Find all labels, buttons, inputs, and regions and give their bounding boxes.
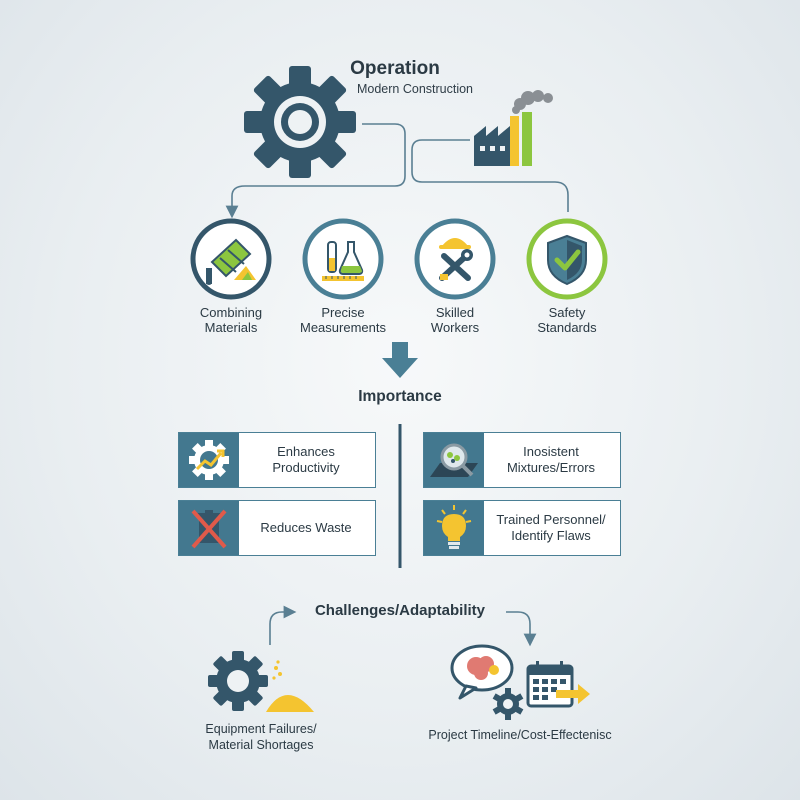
lab-flask-icon (302, 218, 384, 300)
importance-label-waste: Reduces Waste (260, 520, 352, 535)
planning-calendar-icon (450, 644, 590, 720)
gear-growth-icon (189, 440, 229, 480)
step-label-precise-measurements: Precise Measurements (300, 305, 386, 335)
operation-subtitle: Modern Construction (356, 82, 474, 96)
down-arrow-icon (382, 342, 418, 378)
cement-mixer-icon (190, 218, 272, 300)
no-waste-icon (191, 509, 227, 549)
step-label-combining-materials: Combining Materials (199, 305, 263, 335)
shield-check-icon (526, 218, 608, 300)
step-skilled-workers (414, 218, 496, 300)
challenges-left-label: Equipment Failures/ Material Shortages (205, 722, 317, 752)
step-precise-measurements (302, 218, 384, 300)
importance-label-mixtures: Inosistent Mixtures/Errors (506, 444, 596, 475)
gear-sand-icon (208, 651, 314, 712)
importance-box-personnel: Trained Personnel/ Identify Flaws (423, 500, 621, 556)
operation-title: Operation (350, 58, 440, 79)
importance-box-mixtures: Inosistent Mixtures/Errors (423, 432, 621, 488)
step-safety-standards (526, 218, 608, 300)
importance-label-personnel: Trained Personnel/ Identify Flaws (496, 512, 606, 543)
challenges-title: Challenges/Adaptability (314, 602, 486, 619)
hardhat-tools-icon (414, 218, 496, 300)
main-gear-icon (244, 66, 356, 178)
step-label-safety-standards: Safety Standards (537, 305, 597, 335)
importance-box-productivity: Enhances Productivity (178, 432, 376, 488)
importance-box-waste: Reduces Waste (178, 500, 376, 556)
importance-title: Importance (358, 388, 442, 405)
factory-icon (474, 90, 553, 166)
magnifier-inspect-icon (430, 443, 478, 477)
challenges-right-label: Project Timeline/Cost-Effectenisc (428, 728, 612, 742)
importance-label-productivity: Enhances Productivity (272, 444, 340, 475)
lightbulb-icon (436, 505, 472, 549)
step-combining-materials (190, 218, 272, 300)
step-label-skilled-workers: Skilled Workers (430, 305, 480, 335)
